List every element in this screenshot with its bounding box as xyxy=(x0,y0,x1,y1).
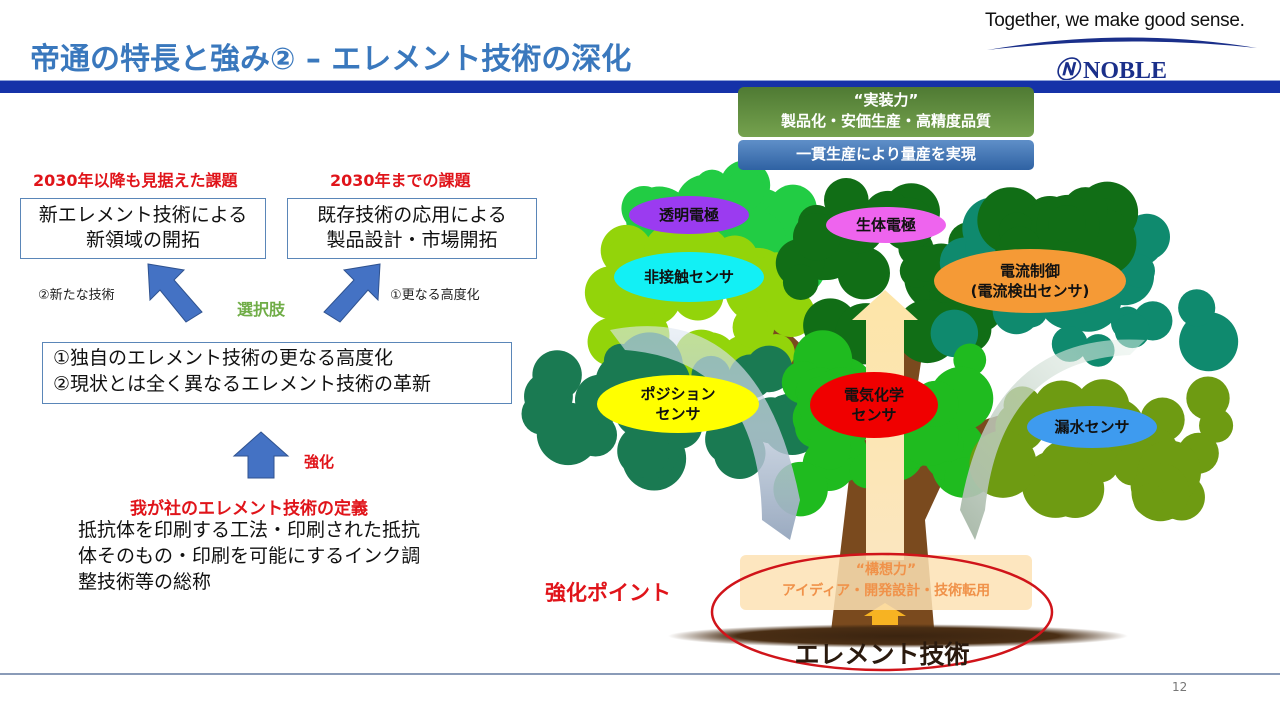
arrow-up-left-icon xyxy=(147,263,203,323)
mass-production-box: 一貫生産により量産を実現 xyxy=(738,140,1034,170)
oval-transparent-electrode: 透明電極 xyxy=(629,196,749,234)
oval-line: センサ xyxy=(655,405,701,423)
curved-arrow-right-icon xyxy=(960,339,1145,540)
concept-title: “構想力” xyxy=(855,562,917,578)
page-number: 12 xyxy=(1172,680,1188,694)
label-advance: ①更なる高度化 xyxy=(390,288,480,303)
label-new-tech: ②新たな技術 xyxy=(38,288,115,303)
label-options: 選択肢 xyxy=(237,300,286,319)
definition-line: 整技術等の総称 xyxy=(78,571,212,593)
foliage-cluster xyxy=(773,330,997,517)
oval-leak-sensor: 漏水センサ xyxy=(1027,406,1157,448)
implementation-box: “実装力” 製品化・安価生産・高精度品質 xyxy=(738,87,1034,137)
highlight-ellipse xyxy=(710,552,1054,672)
2030-challenge-box: 既存技術の応用による 製品設計・市場開拓 xyxy=(287,198,537,259)
logo-swoosh-icon xyxy=(987,37,1257,50)
oval-line: ポジション xyxy=(640,385,716,403)
oval-position-sensor: ポジション センサ xyxy=(597,375,759,433)
label-strengthen: 強化 xyxy=(304,453,335,471)
option-line: ①独自のエレメント技術の更なる高度化 xyxy=(53,347,394,369)
box-line: 新領域の開拓 xyxy=(85,229,200,251)
foliage-cluster xyxy=(977,181,1139,283)
definition-title: 我が社のエレメント技術の定義 xyxy=(130,499,368,519)
oval-electrochemical-sensor: 電気化学 センサ xyxy=(810,372,938,438)
ground-shadow xyxy=(668,624,1128,648)
arrow-up-right-icon xyxy=(323,263,381,323)
company-tagline: Together, we make good sense. xyxy=(985,10,1245,31)
implementation-text: 製品化・安価生産・高精度品質 xyxy=(780,112,991,130)
arrow-up-icon xyxy=(232,431,290,479)
root-arrow-icon xyxy=(864,603,906,625)
logo-text: NOBLE xyxy=(1083,58,1168,84)
curved-arrow-left-icon xyxy=(610,326,800,540)
oval-noncontact-sensor: 非接触センサ xyxy=(614,252,764,302)
definition-text: 抵抗体を印刷する工法・印刷された抵抗 体そのもの・印刷を可能にするインク調 整技… xyxy=(78,517,420,595)
footer-divider xyxy=(0,673,1280,675)
box-line: 製品設計・市場開拓 xyxy=(326,229,498,251)
oval-bio-electrode: 生体電極 xyxy=(826,207,946,243)
option-line: ②現状とは全く異なるエレメント技術の革新 xyxy=(53,373,432,395)
element-tech-label: エレメント技術 xyxy=(794,640,970,669)
implementation-title: “実装力” xyxy=(853,91,919,109)
definition-line: 抵抗体を印刷する工法・印刷された抵抗 xyxy=(78,519,421,541)
heading-2030-challenge: 2030年までの課題 xyxy=(330,171,471,190)
oval-line: 電気化学 xyxy=(843,386,904,404)
page-title: 帝通の特長と強み② – エレメント技術の深化 xyxy=(30,42,632,77)
box-line: 新エレメント技術による xyxy=(38,204,248,226)
oval-line: (電流検出センサ) xyxy=(970,282,1090,300)
oval-line: 電流制御 xyxy=(999,262,1060,280)
future-challenge-box: 新エレメント技術による 新領域の開拓 xyxy=(20,198,266,259)
oval-current-control: 電流制御 (電流検出センサ) xyxy=(934,249,1126,313)
box-line: 既存技術の応用による xyxy=(317,204,507,226)
oval-line: センサ xyxy=(851,406,897,424)
options-box: ①独自のエレメント技術の更なる高度化 ②現状とは全く異なるエレメント技術の革新 xyxy=(42,342,512,404)
strengthen-point-label: 強化ポイント xyxy=(545,581,671,605)
logo-mark-icon: Ⓝ xyxy=(1055,58,1079,84)
heading-future-challenge: 2030年以降も見据えた課題 xyxy=(33,171,238,190)
definition-line: 体そのもの・印刷を可能にするインク調 xyxy=(78,545,421,567)
concept-text: アイディア・開発設計・技術転用 xyxy=(781,583,991,599)
